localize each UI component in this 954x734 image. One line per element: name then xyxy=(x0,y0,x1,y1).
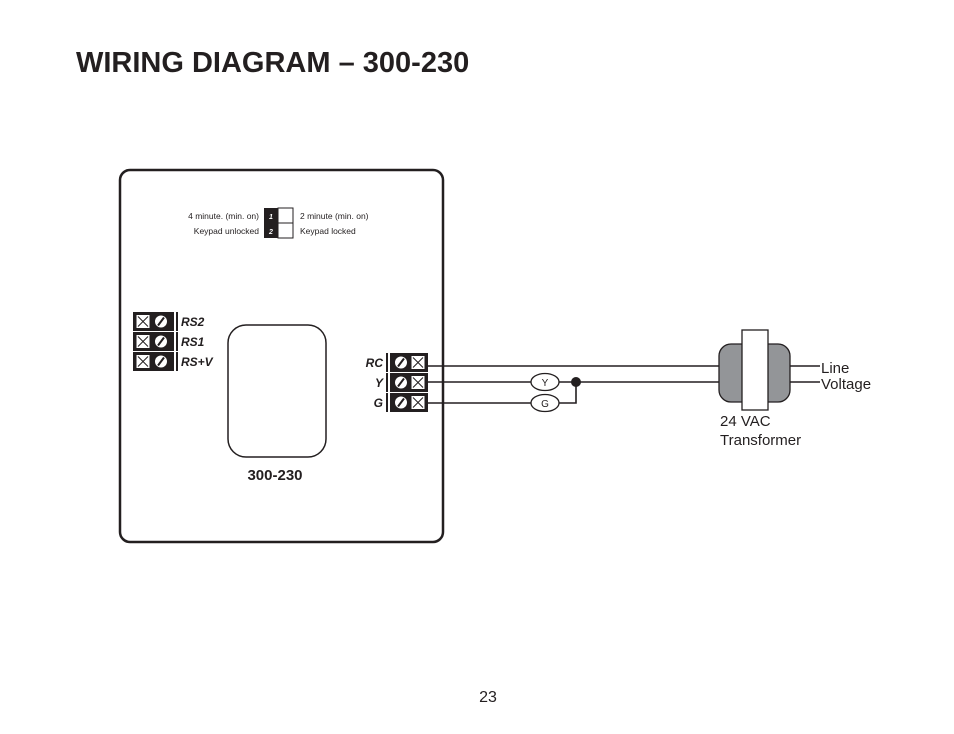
right-terminal-block: RC YG xyxy=(366,353,428,412)
page-title: WIRING DIAGRAM – 300-230 xyxy=(76,47,469,79)
terminal-label: RC xyxy=(366,356,384,370)
transformer-label: 24 VAC xyxy=(720,413,771,430)
dip-label-left: Keypad unlocked xyxy=(194,226,259,236)
terminal-rs1: RS1 xyxy=(133,332,205,351)
dip-switch-block: 1 2 4 minute. (min. on) Keypad unlocked … xyxy=(188,207,369,239)
dip-label-right: 2 minute (min. on) xyxy=(300,211,369,221)
dip-switch-number: 2 xyxy=(268,229,273,236)
terminal-label: G xyxy=(374,396,383,410)
junction-dot xyxy=(571,377,581,387)
dip-switch-number: 1 xyxy=(269,214,273,221)
wires xyxy=(428,365,820,404)
display-window xyxy=(227,324,327,458)
line-voltage-label: Line xyxy=(821,360,849,377)
terminal-label: RS1 xyxy=(181,335,205,349)
dip-label-right: Keypad locked xyxy=(300,226,356,236)
terminal-label: RS2 xyxy=(181,315,205,329)
load-y: Y xyxy=(530,372,560,392)
wire-g-return xyxy=(559,382,577,404)
terminal-rc: RC xyxy=(366,353,428,372)
load-g: G xyxy=(530,393,560,413)
terminal-label: Y xyxy=(375,376,384,390)
terminal-g: G xyxy=(374,393,428,412)
transformer xyxy=(718,329,791,411)
load-y-label: Y xyxy=(542,378,549,389)
terminal-rs2: RS2 xyxy=(133,312,205,331)
line-voltage-label: Voltage xyxy=(821,376,871,393)
model-label: 300-230 xyxy=(247,467,302,484)
load-g-label: G xyxy=(541,399,549,410)
dip-label-left: 4 minute. (min. on) xyxy=(188,211,259,221)
terminal-rsplusv: RS+V xyxy=(133,352,214,371)
transformer-label: Transformer xyxy=(720,432,801,449)
terminal-label: RS+V xyxy=(181,355,214,369)
page-number: 23 xyxy=(479,689,497,706)
terminal-y: Y xyxy=(375,373,428,392)
